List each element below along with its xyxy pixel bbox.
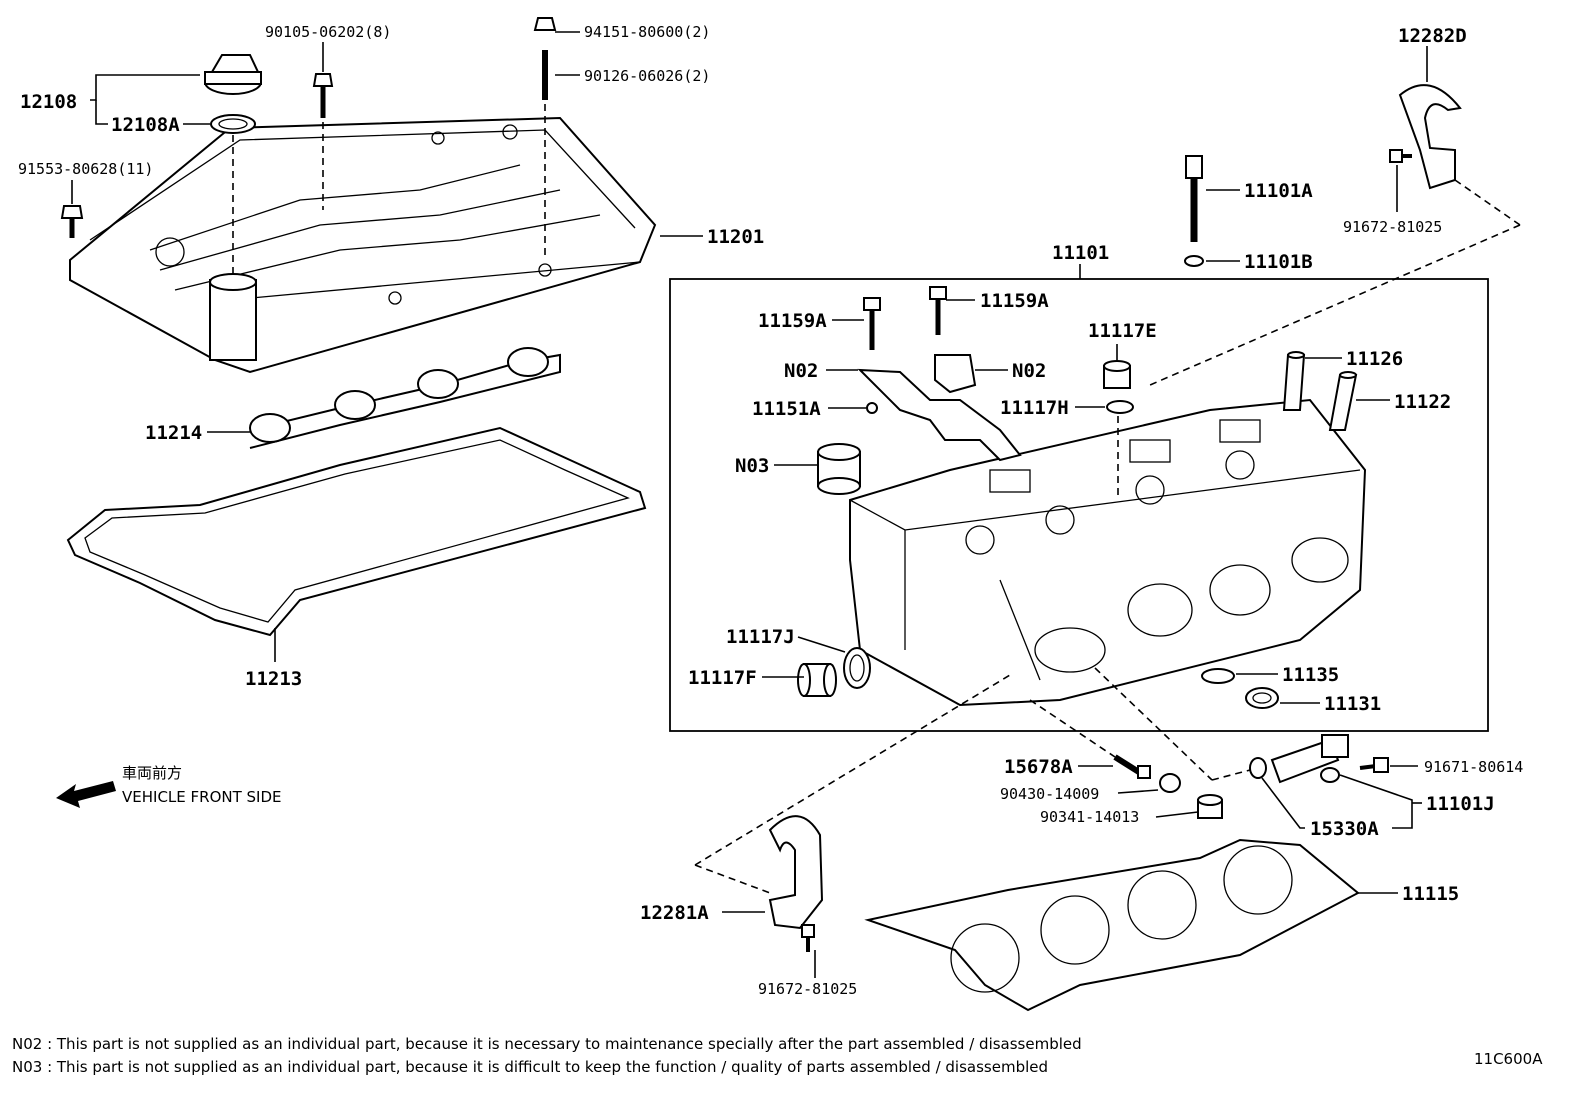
label-90105: 90105-06202(8) [265,23,391,41]
stud-90126 [533,17,557,100]
label-91672-b: 91672-81025 [758,980,857,998]
label-11101j: 11101J [1426,793,1495,815]
label-11131: 11131 [1324,693,1381,715]
engine-hanger-12281a [768,815,824,930]
label-11159a-1: 11159A [758,310,827,332]
guide-11126 [1282,351,1306,411]
label-12281a: 12281A [640,902,709,924]
label-11117f: 11117F [688,667,757,689]
cylinder-head-11101 [849,398,1367,707]
label-11101b: 11101B [1244,251,1313,273]
bolt-15678a [1113,754,1151,779]
label-11159a-2: 11159A [980,290,1049,312]
head-gasket-11115 [864,838,1360,1012]
valve-cover-11201 [69,116,657,374]
label-94151: 94151-80600(2) [584,23,710,41]
plug-11117f [797,663,837,697]
bolt-91672-a [1389,149,1412,163]
arrow-left-icon [56,781,116,808]
cylinder-head-group-box [669,278,1489,732]
label-12108a: 12108A [111,114,180,136]
label-15330a: 15330A [1310,818,1379,840]
label-11151a: 11151A [752,398,821,420]
label-11101: 11101 [1052,242,1109,264]
note-n03: N03 : This part is not supplied as an in… [12,1058,1048,1076]
label-11135: 11135 [1282,664,1339,686]
oil-control-valve-11101j [1270,734,1349,784]
direction-en: VEHICLE FRONT SIDE [122,788,282,806]
label-11126: 11126 [1346,348,1403,370]
label-11115: 11115 [1402,883,1459,905]
label-11117e: 11117E [1088,320,1157,342]
oil-filler-cap [204,54,262,134]
engine-hanger-12282d [1398,84,1462,190]
o-ring-11117j [843,647,871,689]
label-91671: 91671-80614 [1424,758,1523,776]
cam-cap-n02 [857,354,1022,462]
plug-11117e [1103,360,1131,389]
gasket-11131 [1245,687,1279,709]
label-11214: 11214 [145,422,202,444]
gasket-90430 [1159,773,1181,793]
washer-11101b [1184,255,1204,267]
bolt-91553 [60,205,84,238]
label-11213: 11213 [245,668,302,690]
label-11117h: 11117H [1000,397,1069,419]
pin-11151a [866,402,878,414]
label-11122: 11122 [1394,391,1451,413]
lifter-n03 [817,443,861,495]
label-n02-2: N02 [1012,360,1046,382]
label-12108: 12108 [20,91,77,113]
label-n03: N03 [735,455,769,477]
label-90341: 90341-14013 [1040,808,1139,826]
label-12282d: 12282D [1398,25,1467,47]
bolt-90105 [312,73,334,118]
label-91553: 91553-80628(11) [18,160,153,178]
bolt-11101a [1185,155,1203,242]
gasket-11213 [66,426,647,637]
label-90126: 90126-06026(2) [584,67,710,85]
label-91672-a: 91672-81025 [1343,218,1442,236]
gasket-11117h [1106,400,1134,414]
o-ring-15330a [1249,757,1267,779]
direction-jp: 車両前方 [122,764,182,782]
bolt-91672-b [801,924,815,952]
plug-seal-11214 [249,347,561,449]
label-15678a: 15678A [1004,756,1073,778]
guide-11122 [1328,371,1358,431]
plug-90341 [1197,794,1223,819]
label-11101a: 11101A [1244,180,1313,202]
label-11201: 11201 [707,226,764,248]
label-11117j: 11117J [726,626,795,648]
label-n02-1: N02 [784,360,818,382]
diagram-code: 11C600A [1474,1050,1543,1068]
bolt-91671 [1359,757,1389,773]
gasket-11135 [1201,668,1235,684]
note-n02: N02 : This part is not supplied as an in… [12,1035,1082,1053]
label-90430: 90430-14009 [1000,785,1099,803]
